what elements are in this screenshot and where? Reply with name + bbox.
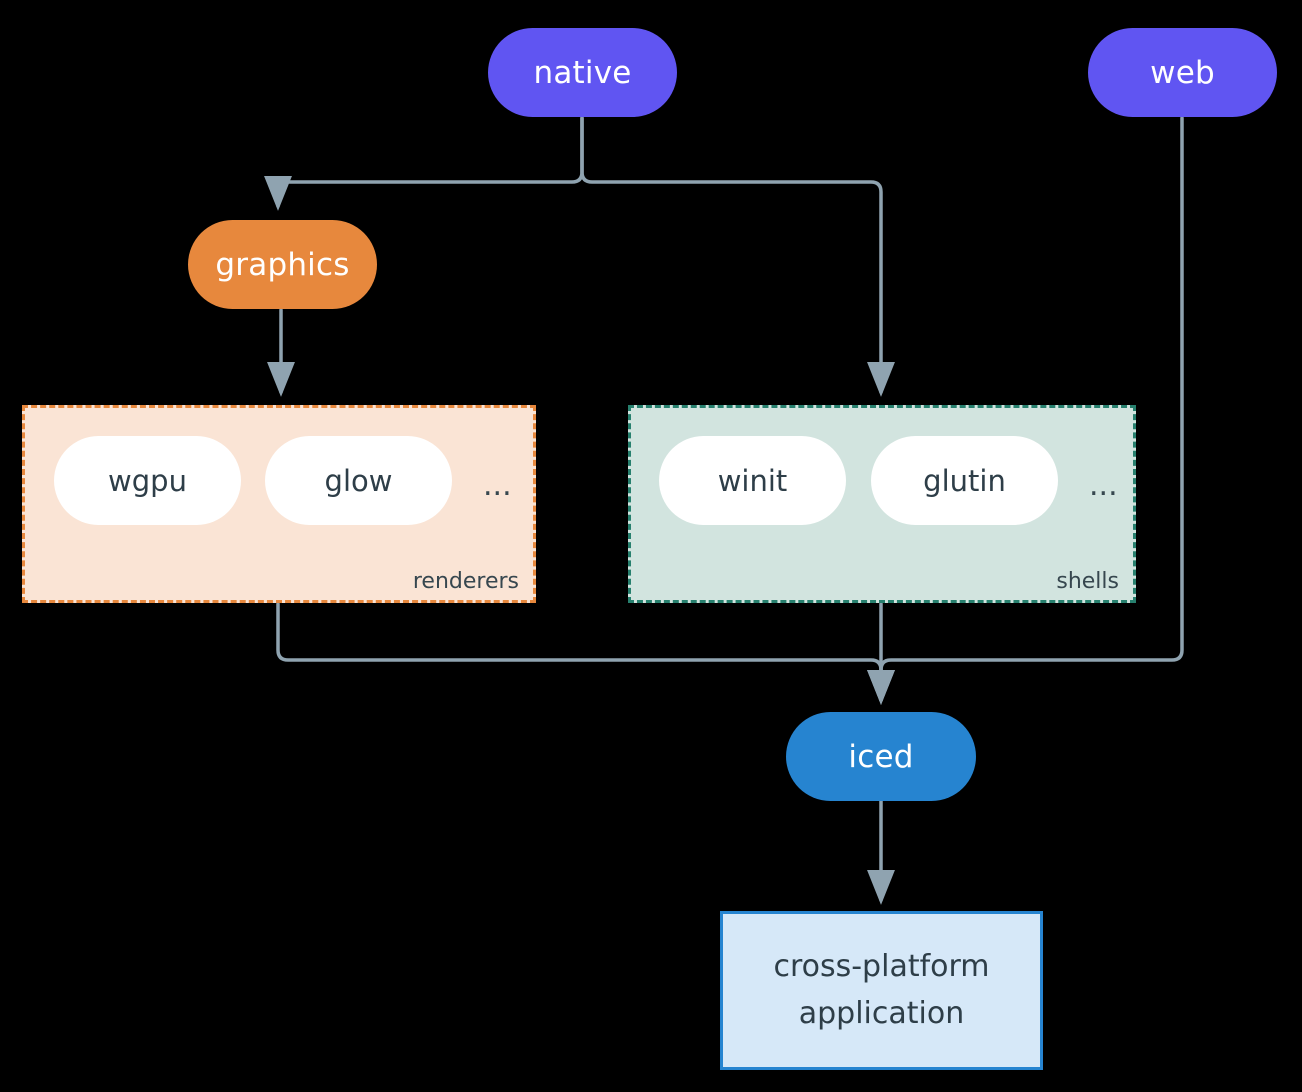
chip-winit[interactable]: winit <box>659 436 846 525</box>
node-iced[interactable]: iced <box>786 712 976 801</box>
cluster-shells: winit glutin ... shells <box>628 405 1136 603</box>
edge-native-bus <box>264 116 584 211</box>
edge-renderers-iced <box>276 602 895 705</box>
edge-native-shells <box>580 116 895 397</box>
node-web[interactable]: web <box>1088 28 1277 117</box>
node-application-label-line1: cross-platform <box>773 949 990 984</box>
node-native[interactable]: native <box>488 28 677 117</box>
node-web-label: web <box>1150 54 1215 91</box>
cluster-renderers: wgpu glow ... renderers <box>22 405 536 603</box>
node-native-label: native <box>533 54 632 91</box>
chip-glow[interactable]: glow <box>265 436 452 525</box>
renderers-overflow-ellipsis: ... <box>483 468 512 503</box>
chip-glutin[interactable]: glutin <box>871 436 1058 525</box>
chip-glow-label: glow <box>324 463 393 498</box>
node-graphics[interactable]: graphics <box>188 220 377 309</box>
node-iced-label: iced <box>848 738 914 775</box>
cluster-renderers-label: renderers <box>412 569 519 594</box>
shells-overflow-ellipsis: ... <box>1089 468 1118 503</box>
chip-wgpu-label: wgpu <box>108 463 187 498</box>
node-application-label-line2: application <box>798 995 965 1031</box>
cluster-shells-label: shells <box>1056 569 1119 594</box>
node-application[interactable]: cross-platform application <box>720 911 1043 1070</box>
node-graphics-label: graphics <box>215 246 350 283</box>
chip-glutin-label: glutin <box>923 463 1006 498</box>
chip-winit-label: winit <box>717 463 788 498</box>
chip-wgpu[interactable]: wgpu <box>54 436 241 525</box>
